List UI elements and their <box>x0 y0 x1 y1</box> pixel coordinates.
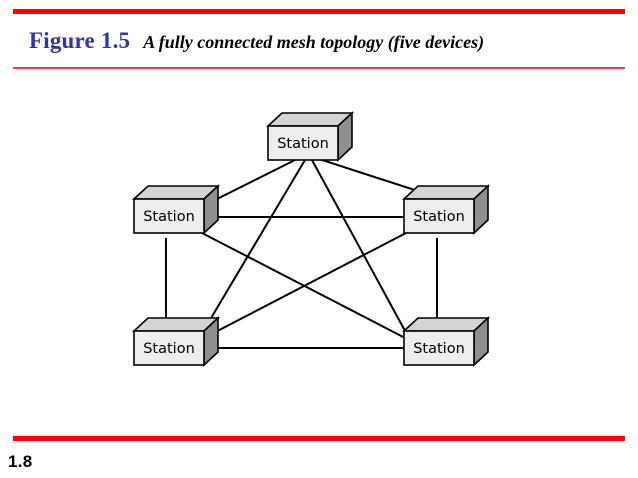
bottom-accent-rule <box>13 436 625 441</box>
link-layer <box>165 157 471 349</box>
link-top-bottom-left <box>197 159 306 341</box>
top-accent-rule <box>13 9 625 14</box>
station-middle-right-label: Station <box>413 209 465 225</box>
link-top-bottom-right <box>311 159 411 341</box>
station-middle-left-face-front <box>133 198 205 234</box>
station-bottom-left-label: Station <box>143 341 195 357</box>
node-station-bottom-left: Station <box>131 316 221 367</box>
figure-caption: A fully connected mesh topology (five de… <box>143 32 485 52</box>
figure-number-label: Figure 1.5 <box>29 28 131 53</box>
station-bottom-left-face-front <box>133 330 205 366</box>
station-bottom-right-face-front <box>403 330 475 366</box>
station-middle-left-label: Station <box>143 209 195 225</box>
station-bottom-right-label: Station <box>413 341 465 357</box>
node-station-middle-left: Station <box>131 184 221 235</box>
page-number: 1.8 <box>8 452 33 471</box>
header-divider-rule <box>13 67 625 69</box>
figure-header: Figure 1.5 A fully connected mesh topolo… <box>29 28 484 58</box>
link-middle-right-bottom-left <box>199 231 409 341</box>
node-station-top: Station <box>265 111 355 162</box>
station-top-label: Station <box>277 136 329 152</box>
station-top-face-front <box>267 125 339 161</box>
station-middle-right-face-front <box>403 198 475 234</box>
node-station-middle-right: Station <box>401 184 491 235</box>
node-station-bottom-right: Station <box>401 316 491 367</box>
